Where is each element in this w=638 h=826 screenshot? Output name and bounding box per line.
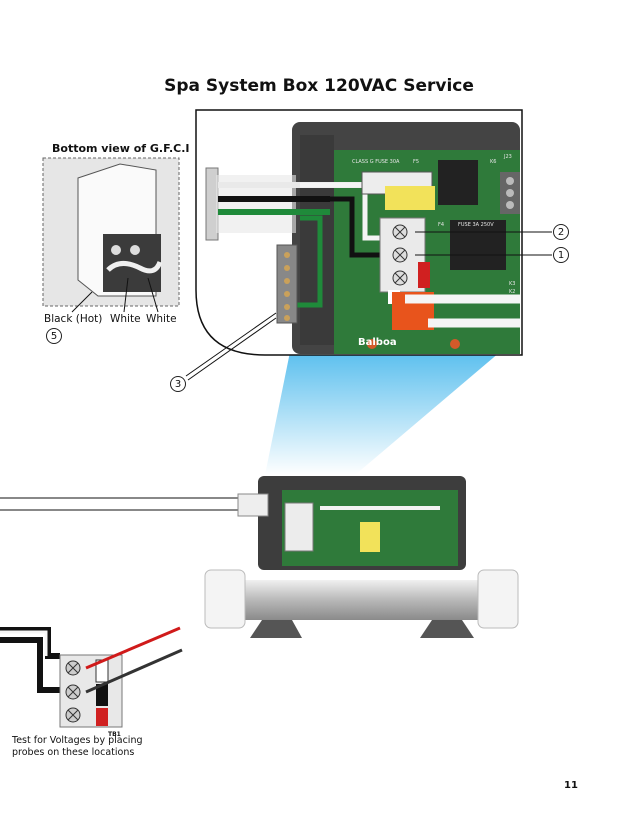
- gfci-caption: Bottom view of G.F.C.I: [52, 142, 190, 155]
- red-probe: [85, 626, 181, 670]
- page-number: 11: [564, 780, 578, 791]
- black-probe: [85, 648, 183, 694]
- k2-label: K2: [509, 289, 515, 295]
- fuse-3a-label: FUSE 3A 250V: [458, 222, 494, 228]
- zoom-beam: [265, 352, 500, 475]
- label-white-2: White: [146, 313, 177, 325]
- callout-3: 3: [170, 376, 186, 392]
- tb1-label: TB1: [108, 731, 121, 738]
- k3-label: K3: [509, 281, 515, 287]
- callout-1: 1: [553, 247, 569, 263]
- brand-label: Balboa: [358, 337, 397, 348]
- f5-label: F5: [413, 159, 419, 165]
- callout-2: 2: [553, 224, 569, 240]
- fuse-label: CLASS G FUSE 30A: [352, 159, 400, 165]
- label-black-hot: Black (Hot): [44, 313, 103, 325]
- k6-label: K6: [490, 159, 496, 165]
- test-note: Test for Voltages by placing probes on t…: [12, 735, 143, 758]
- heater-pipe: [240, 580, 490, 620]
- label-white-1: White: [110, 313, 141, 325]
- f4-label: F4: [438, 222, 444, 228]
- callout-5: 5: [46, 328, 62, 344]
- page-title: Spa System Box 120VAC Service: [164, 76, 474, 96]
- j23-label: J23: [503, 154, 512, 160]
